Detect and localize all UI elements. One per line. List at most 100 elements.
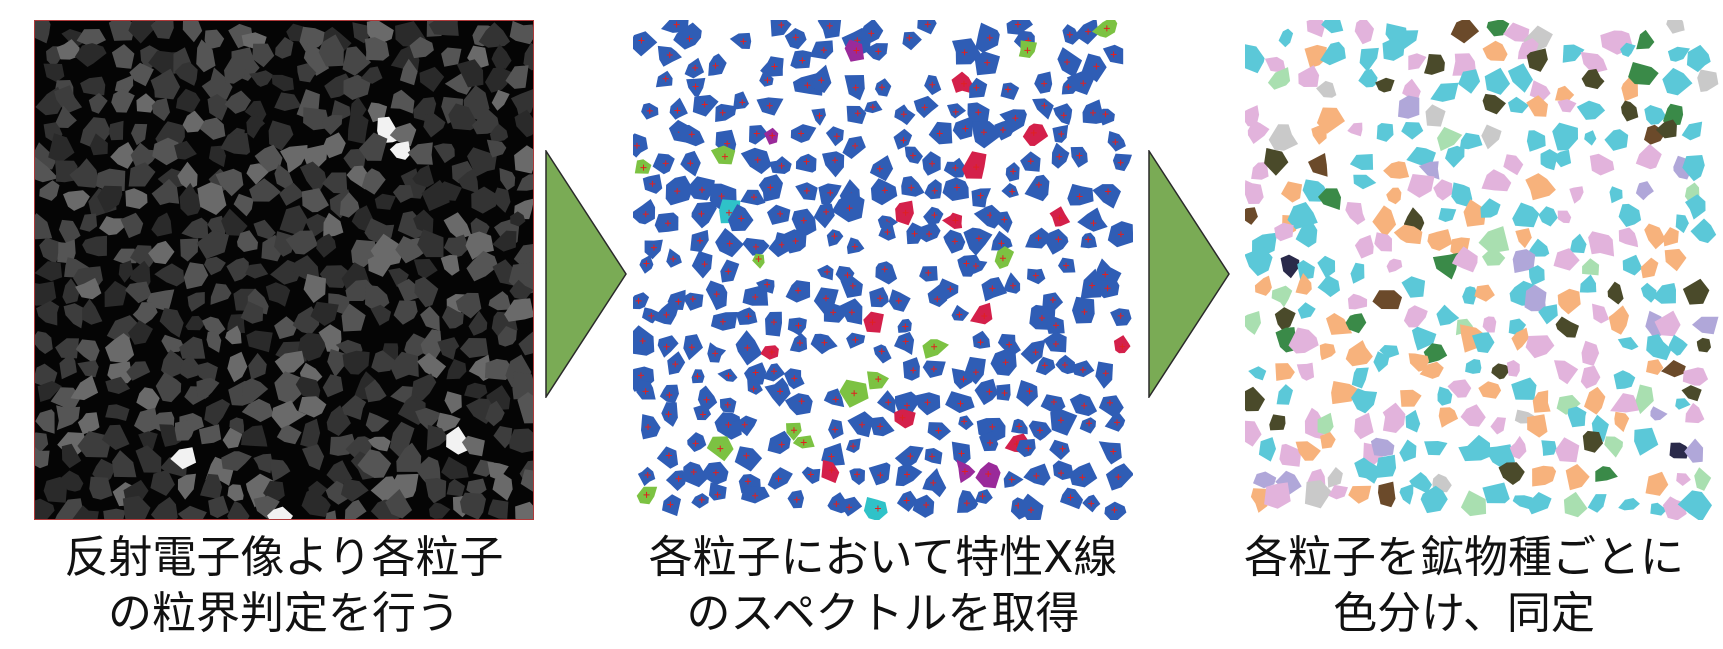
grain <box>784 393 813 416</box>
grain <box>342 350 370 375</box>
grain <box>1682 155 1705 182</box>
grain <box>1609 186 1623 204</box>
grain <box>1685 194 1706 220</box>
spectrum-point-marker <box>1002 359 1009 366</box>
grain <box>55 338 79 359</box>
backscattered-electron-image <box>34 20 534 520</box>
grain <box>1654 310 1681 337</box>
spectrum-point-marker <box>902 338 909 345</box>
grain <box>1278 28 1294 48</box>
grain <box>342 46 371 76</box>
spectrum-point-marker <box>721 153 728 160</box>
spectrum-point-marker <box>1032 349 1039 356</box>
grain <box>151 178 180 206</box>
grain <box>1402 78 1421 103</box>
grain <box>457 168 479 194</box>
grain <box>1306 20 1326 38</box>
spectrum-point-marker <box>1024 47 1031 54</box>
grain <box>1644 223 1666 250</box>
spectrum-point-marker <box>963 500 970 507</box>
spectrum-point-marker <box>777 388 784 395</box>
grain <box>817 20 842 39</box>
spectrum-point-marker <box>778 22 785 29</box>
grain <box>1018 493 1044 520</box>
grain <box>1555 437 1580 463</box>
spectrum-point-marker <box>986 34 993 41</box>
grain <box>201 67 233 101</box>
grain <box>999 109 1027 134</box>
grain <box>62 278 80 304</box>
spectrum-point-marker <box>791 375 798 382</box>
grain <box>224 90 252 114</box>
spectrum-point-marker <box>1089 282 1096 289</box>
grain <box>1264 482 1291 509</box>
grain <box>1393 224 1423 245</box>
spectrum-point-marker <box>752 492 759 499</box>
grain <box>134 407 159 434</box>
grain <box>700 461 729 486</box>
grain <box>345 436 373 459</box>
grain <box>358 132 388 161</box>
grain <box>1345 313 1367 334</box>
grain <box>301 488 331 517</box>
right-arrow-icon <box>545 150 627 398</box>
grain <box>423 113 446 138</box>
spectrum-point-marker <box>1086 420 1093 427</box>
grain <box>267 506 293 520</box>
grain <box>1376 123 1394 142</box>
grain <box>1452 53 1476 76</box>
spectrum-point-marker <box>910 367 917 374</box>
spectrum-point-marker <box>1117 231 1124 238</box>
grain <box>155 372 182 403</box>
spectrum-point-marker <box>1056 214 1063 221</box>
spectrum-point-marker <box>981 312 988 319</box>
spectrum-point-marker <box>878 348 885 355</box>
grain <box>39 237 63 264</box>
spectrum-point-marker <box>1052 341 1059 347</box>
grain <box>187 292 205 312</box>
grain <box>442 305 464 329</box>
grain <box>1644 105 1667 125</box>
spectrum-point-marker <box>1065 84 1072 91</box>
grain <box>1419 361 1444 379</box>
grain <box>1438 407 1459 428</box>
grain <box>1526 48 1548 72</box>
grain <box>935 278 959 301</box>
grain <box>208 495 229 519</box>
grain <box>1621 100 1639 122</box>
grain <box>61 443 82 469</box>
grain <box>1311 124 1327 145</box>
grain <box>182 20 203 43</box>
grain <box>1043 331 1067 353</box>
grain <box>692 94 719 117</box>
grain <box>1403 305 1428 328</box>
grain <box>686 176 715 201</box>
grain <box>1245 180 1264 204</box>
grain <box>1677 490 1712 520</box>
grain <box>322 132 346 159</box>
spectrum-point-marker <box>852 84 859 91</box>
spectrum-point-marker <box>674 107 681 114</box>
spectrum-point-marker <box>1014 21 1021 28</box>
spectrum-point-marker <box>828 453 835 460</box>
grain <box>1526 492 1552 515</box>
grain <box>276 425 302 445</box>
spectrum-point-marker <box>803 187 810 194</box>
grain <box>301 188 329 213</box>
grain <box>1245 207 1258 225</box>
grain <box>1589 153 1615 176</box>
grain <box>245 263 269 279</box>
grain <box>1245 311 1261 335</box>
step-1-caption: 反射電子像より各粒子 の粒界判定を行う <box>14 530 554 642</box>
grain <box>1424 54 1445 75</box>
grain <box>226 257 250 282</box>
grain <box>1588 231 1615 257</box>
grain <box>967 259 988 276</box>
grain <box>436 412 461 432</box>
grain <box>1317 412 1334 436</box>
grain <box>1527 414 1548 438</box>
spectrum-point-marker <box>930 366 937 373</box>
spectrum-point-marker <box>930 479 937 486</box>
grain <box>913 392 941 416</box>
spectrum-point-marker <box>1111 506 1118 513</box>
